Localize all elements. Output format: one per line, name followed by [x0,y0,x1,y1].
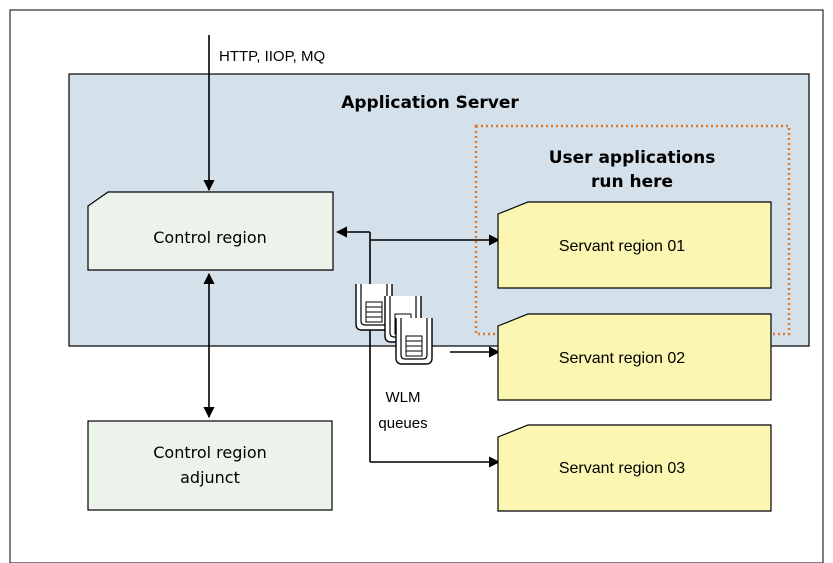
wlm-label-line1: WLM [386,389,421,406]
protocol-label: HTTP, IIOP, MQ [219,48,325,65]
servant-region-02-label: Servant region 02 [559,350,685,367]
servant-region-02-box [497,313,772,401]
control-region-label: Control region [153,228,267,247]
user-applications-area [474,124,791,336]
application-server-title: Application Server [341,93,519,113]
control-region-adjunct-line2: adjunct [180,468,240,487]
control-region-adjunct-line1: Control region [153,443,267,462]
user-apps-title-line2: run here [591,172,673,192]
servant-region-03-label: Servant region 03 [559,460,685,477]
user-apps-title-line1: User applications [549,148,716,168]
servant-region-03-box [497,424,772,512]
wlm-label-line2: queues [378,415,427,432]
control-region-adjunct-box [87,420,333,511]
control-region-box [87,191,334,271]
servant-region-01-label: Servant region 01 [559,238,685,255]
servant-region-01-box [497,201,772,289]
